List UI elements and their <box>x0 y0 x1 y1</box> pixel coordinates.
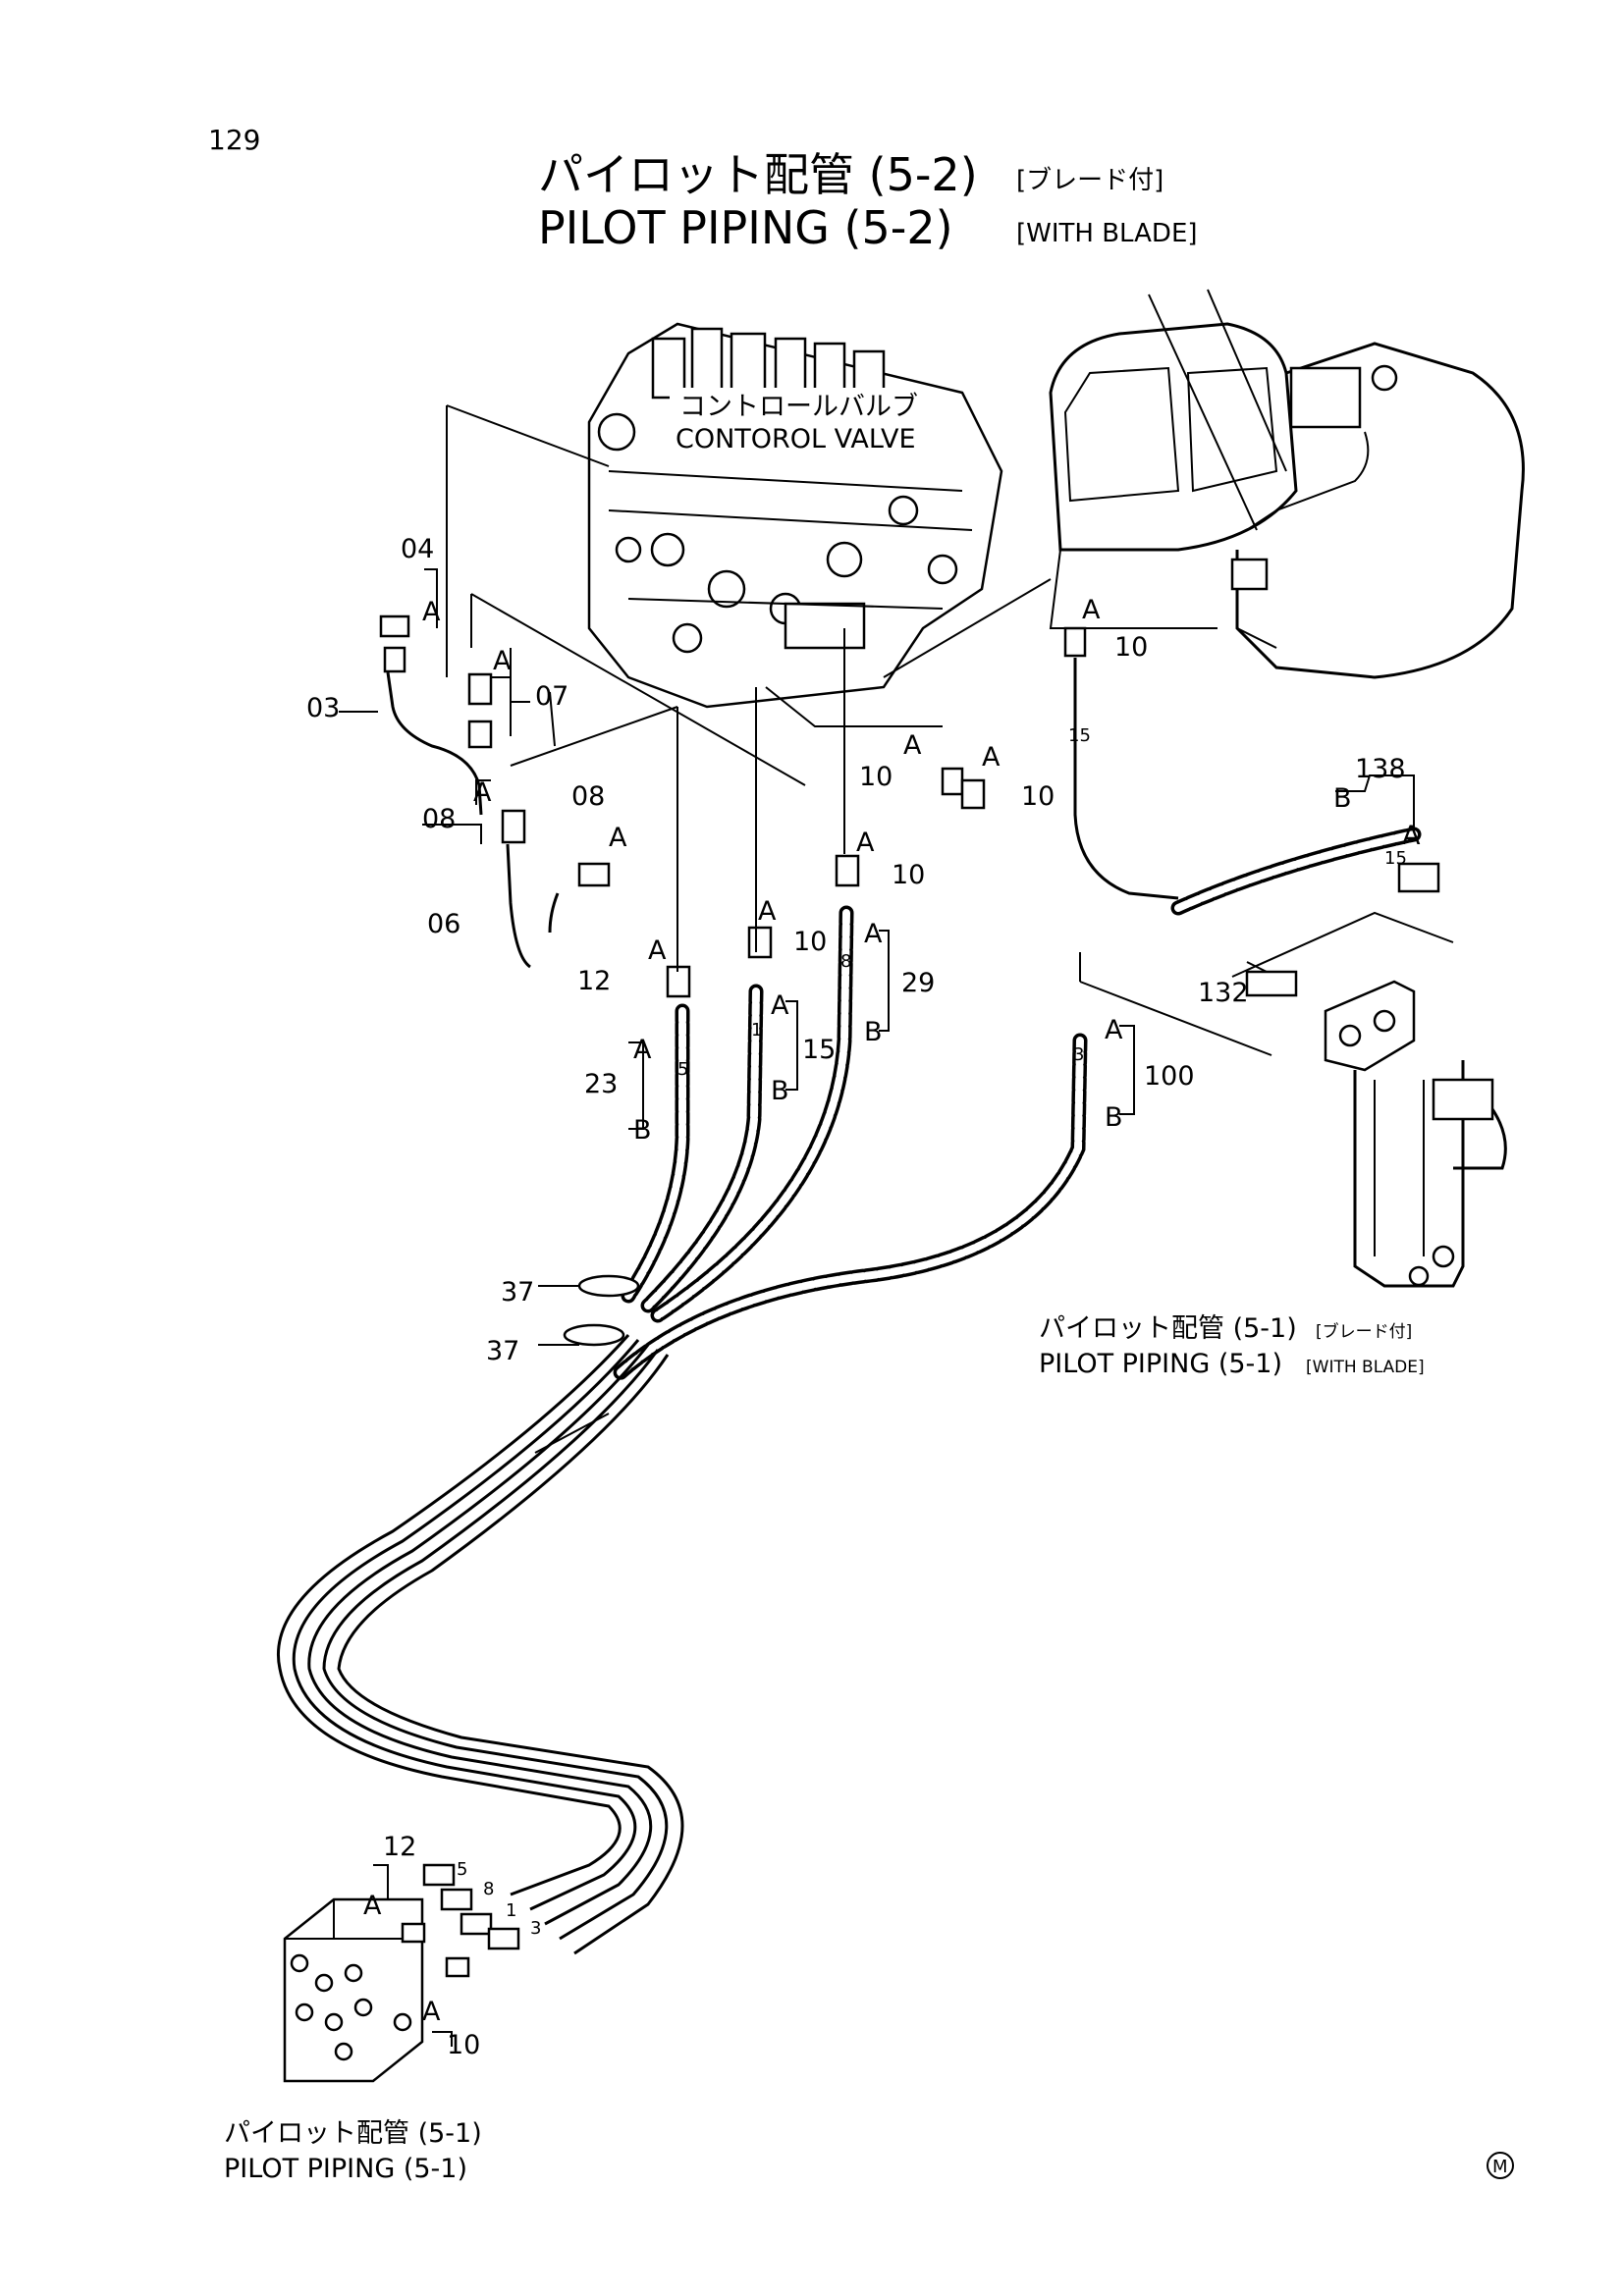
title-jp-suffix: [ブレード付] <box>1016 166 1163 195</box>
label-b: B <box>1333 783 1352 814</box>
label-a: A <box>758 896 777 927</box>
reference-jp-5-1: パイロット配管 (5-1) <box>224 2118 482 2149</box>
control-valve-label-en: CONTOROL VALVE <box>676 424 916 454</box>
reference-jp-suffix: [ブレード付] <box>1316 1321 1412 1342</box>
hose-mark: 8 <box>483 1879 494 1899</box>
callout-37: 37 <box>501 1277 534 1308</box>
reference-en-5-1-blade: PILOT PIPING (5-1) <box>1039 1349 1282 1379</box>
circle-mark-icon <box>1487 2152 1514 2179</box>
hose-mark: 1 <box>751 1020 762 1041</box>
title-jp: パイロット配管 (5-2) <box>538 148 978 201</box>
callout-10: 10 <box>793 927 827 957</box>
hose-mark: 15 <box>1384 848 1407 869</box>
label-a: A <box>1402 821 1421 851</box>
circle-mark-letter: M <box>1492 2157 1508 2177</box>
reference-en-5-1: PILOT PIPING (5-1) <box>224 2154 467 2184</box>
hose-mark: 3 <box>530 1918 541 1939</box>
callout-06: 06 <box>427 909 460 939</box>
label-b: B <box>864 1017 883 1047</box>
label-a: A <box>1082 595 1101 625</box>
hose-mark: 8 <box>840 951 851 972</box>
hoses <box>611 827 1422 1382</box>
callout-10: 10 <box>1114 632 1148 663</box>
label-b: B <box>771 1076 789 1106</box>
hose-mark: 5 <box>457 1859 467 1880</box>
pilot-block-illustration <box>283 1897 424 2083</box>
pilot-valve-illustration <box>1324 980 1507 1288</box>
callout-12: 12 <box>383 1832 416 1862</box>
reference-jp-5-1-blade: パイロット配管 (5-1) <box>1039 1313 1297 1344</box>
callout-15: 15 <box>802 1035 836 1065</box>
callout-10: 10 <box>892 860 925 890</box>
callout-07: 07 <box>535 681 568 712</box>
label-a: A <box>493 646 512 676</box>
callout-08: 08 <box>422 804 456 834</box>
callouts: 04 03 07 08 08 06 12 23 10 15 29 10 10 1… <box>306 534 1406 2060</box>
label-a: A <box>648 935 667 966</box>
label-b: B <box>633 1115 652 1146</box>
callout-12: 12 <box>577 966 611 996</box>
label-a: A <box>363 1891 382 1921</box>
callout-03: 03 <box>306 693 340 723</box>
sub-letter-labels: A A A A A A B A A B A A B A A A B A A B … <box>363 595 1421 2027</box>
callout-100: 100 <box>1144 1061 1195 1092</box>
label-a: A <box>864 919 883 949</box>
callout-37: 37 <box>486 1336 519 1366</box>
page-number: 129 <box>208 124 260 156</box>
label-a: A <box>422 597 441 627</box>
label-a: A <box>609 823 627 853</box>
label-a: A <box>856 828 875 858</box>
control-valve-label-jp: コントロールバルブ <box>679 392 918 422</box>
hose-mark: 15 <box>1068 725 1091 746</box>
callout-08: 08 <box>571 781 605 812</box>
fittings <box>379 614 1440 1978</box>
callout-10: 10 <box>859 762 893 792</box>
label-a: A <box>982 742 1001 773</box>
group-brackets <box>373 568 1415 2047</box>
label-a: A <box>1105 1015 1123 1045</box>
callout-29: 29 <box>901 968 935 998</box>
excavator-illustration <box>1049 289 1525 679</box>
label-a: A <box>903 730 922 761</box>
hose-mark: 5 <box>677 1059 688 1080</box>
hose-mark: 3 <box>1073 1044 1084 1065</box>
leader-lines <box>339 404 1454 1454</box>
label-a: A <box>422 1997 441 2027</box>
title-en: PILOT PIPING (5-2) <box>538 201 953 254</box>
callout-132: 132 <box>1198 978 1249 1008</box>
callout-10: 10 <box>1021 781 1055 812</box>
control-valve-illustration <box>587 322 1003 709</box>
callout-138: 138 <box>1355 754 1406 784</box>
tube-bundle <box>277 1334 684 1955</box>
label-a: A <box>771 990 789 1021</box>
reference-en-suffix: [WITH BLADE] <box>1306 1358 1425 1377</box>
callout-23: 23 <box>584 1069 618 1099</box>
callout-04: 04 <box>401 534 434 564</box>
label-b: B <box>1105 1102 1123 1133</box>
label-a: A <box>473 777 492 808</box>
hose-marks: 5 1 8 3 15 15 5 8 1 3 <box>457 725 1407 1939</box>
hose-mark: 1 <box>506 1900 516 1921</box>
title-en-suffix: [WITH BLADE] <box>1016 219 1198 248</box>
